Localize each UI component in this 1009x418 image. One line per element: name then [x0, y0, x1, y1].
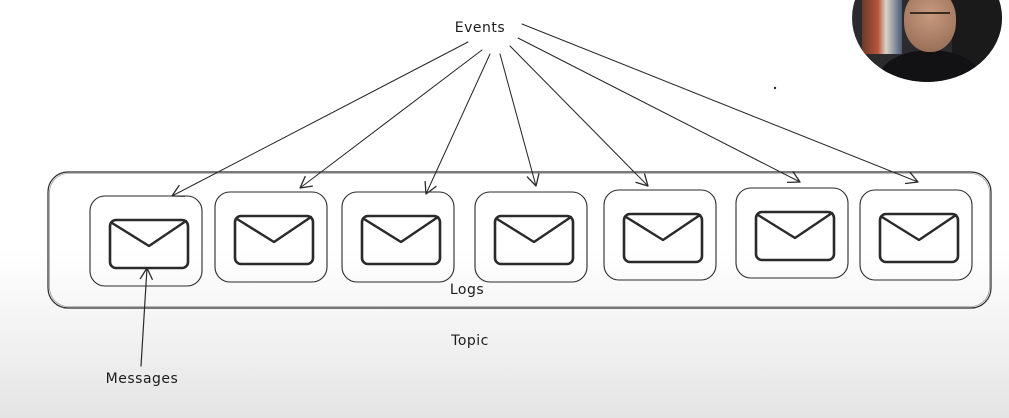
envelope-flap	[624, 213, 702, 242]
event-arrow	[424, 53, 491, 195]
envelope-body	[233, 214, 315, 266]
event-arrows	[171, 23, 919, 197]
envelope-body	[622, 212, 704, 264]
message-log-box	[341, 191, 455, 283]
messages-arrow	[139, 267, 153, 367]
message-box-outline	[474, 191, 588, 283]
envelope-icon	[360, 214, 442, 266]
event-arrow	[517, 37, 801, 183]
topic-label: Topic	[450, 333, 489, 349]
envelope-flap	[880, 213, 958, 242]
presenter-head	[904, 0, 956, 52]
envelope-icon	[754, 210, 836, 262]
envelope-body	[878, 212, 960, 264]
envelope-icon	[493, 214, 575, 266]
event-arrow	[509, 45, 649, 187]
messages-label: Messages	[106, 371, 179, 387]
message-box-outline	[341, 191, 455, 283]
envelope-icon	[233, 214, 315, 266]
message-box-outline	[603, 189, 717, 281]
envelope-flap	[235, 215, 313, 244]
envelope-flap	[495, 215, 573, 244]
message-box-outline	[214, 191, 328, 283]
envelope-body	[754, 210, 836, 262]
event-arrow	[521, 23, 919, 185]
message-log-box	[859, 189, 973, 281]
envelope-body	[360, 214, 442, 266]
event-arrow	[499, 53, 540, 187]
envelope-icon	[878, 212, 960, 264]
envelope-flap	[756, 211, 834, 240]
envelope-flap	[362, 215, 440, 244]
message-box-outline	[859, 189, 973, 281]
message-boxes	[89, 187, 973, 287]
presenter-glasses	[910, 12, 950, 20]
message-log-box	[735, 187, 849, 279]
topic-container	[47, 171, 992, 309]
logs-label: Logs	[450, 282, 484, 298]
message-log-box	[603, 189, 717, 281]
bookshelf	[862, 0, 902, 54]
message-log-box	[89, 195, 203, 287]
envelope-icon	[108, 218, 190, 270]
message-log-box	[214, 191, 328, 283]
stray-dot	[773, 86, 777, 90]
message-box-outline	[735, 187, 849, 279]
event-arrow	[171, 41, 469, 197]
envelope-body	[493, 214, 575, 266]
message-box-outline	[89, 195, 203, 287]
message-log-box	[474, 191, 588, 283]
events-label: Events	[455, 20, 505, 36]
envelope-flap	[110, 219, 188, 248]
event-arrow	[299, 49, 483, 189]
envelope-icon	[622, 212, 704, 264]
